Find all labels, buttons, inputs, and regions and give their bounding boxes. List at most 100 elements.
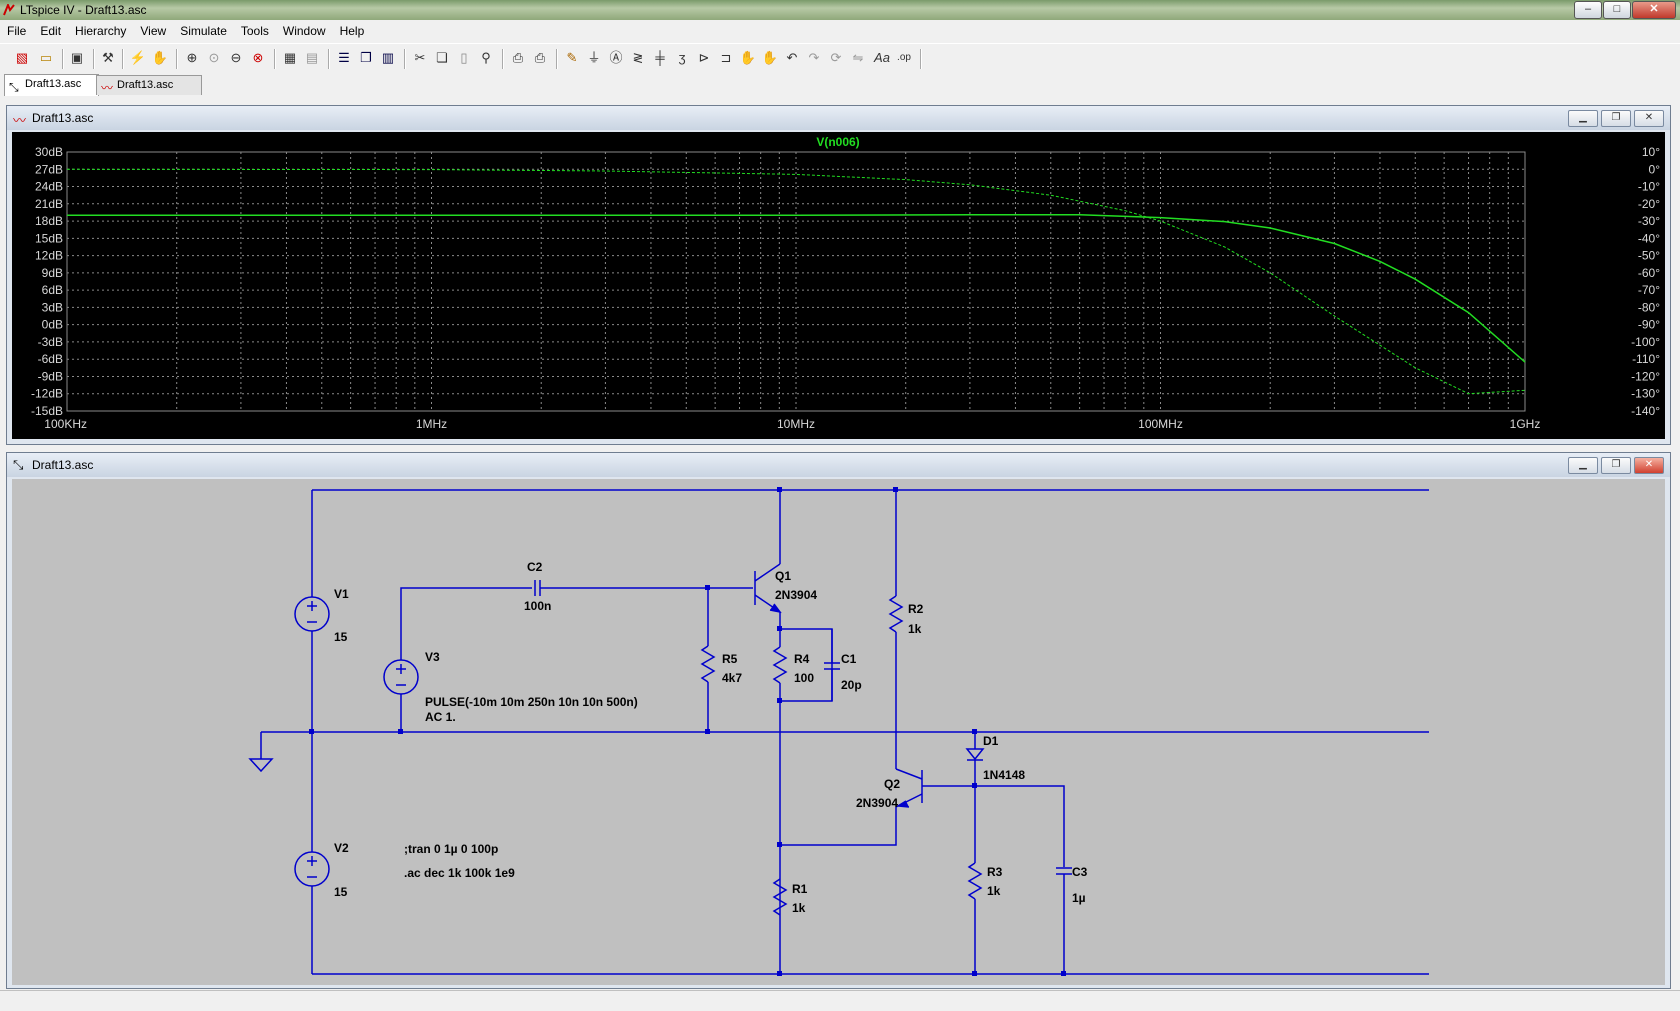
cut-icon[interactable]: ✂ bbox=[414, 50, 426, 65]
rotate-icon[interactable]: ⟳ bbox=[830, 50, 842, 65]
r4-ref[interactable]: R4 bbox=[794, 652, 810, 666]
waveform-close-button[interactable]: ✕ bbox=[1634, 110, 1664, 127]
v3-symbol[interactable] bbox=[383, 659, 419, 695]
v1-ref[interactable]: V1 bbox=[334, 587, 349, 601]
mirror-icon[interactable]: ⇋ bbox=[852, 50, 864, 65]
resistor-icon[interactable]: ≷ bbox=[632, 50, 644, 65]
c2-value[interactable]: 100n bbox=[524, 599, 551, 613]
r4-symbol[interactable] bbox=[772, 646, 788, 684]
print-icon[interactable]: ⎙ bbox=[534, 50, 546, 65]
cascade-icon[interactable]: ❐ bbox=[360, 50, 372, 65]
menu-simulate[interactable]: Simulate bbox=[180, 24, 227, 38]
plot-title[interactable]: V(n006) bbox=[816, 135, 859, 149]
open-icon[interactable]: ▭ bbox=[39, 50, 53, 65]
minimize-button[interactable]: – bbox=[1574, 1, 1602, 19]
close-button[interactable]: ✕ bbox=[1632, 1, 1676, 19]
r5-value[interactable]: 4k7 bbox=[722, 671, 742, 685]
find-icon[interactable]: ⚲ bbox=[481, 50, 491, 65]
spice-directive-tran[interactable]: ;tran 0 1µ 0 100p bbox=[404, 842, 498, 856]
schematic-close-button[interactable]: ✕ bbox=[1634, 457, 1664, 474]
q1-value[interactable]: 2N3904 bbox=[775, 588, 817, 602]
r2-ref[interactable]: R2 bbox=[908, 602, 924, 616]
q1-ref[interactable]: Q1 bbox=[775, 569, 791, 583]
diode-icon[interactable]: ⊳ bbox=[698, 50, 710, 65]
q2-value[interactable]: 2N3904 bbox=[856, 796, 898, 810]
run-icon[interactable]: ⚡ bbox=[129, 50, 147, 65]
capacitor-icon[interactable]: ╪ bbox=[655, 50, 665, 65]
waveform-minimize-button[interactable]: ▁ bbox=[1568, 110, 1598, 127]
autorange-icon[interactable]: ▦ bbox=[283, 50, 297, 65]
spice-directive-icon[interactable]: .op bbox=[897, 52, 911, 63]
menu-view[interactable]: View bbox=[140, 24, 167, 38]
menu-edit[interactable]: Edit bbox=[40, 24, 62, 38]
r1-value[interactable]: 1k bbox=[792, 901, 806, 915]
menu-file[interactable]: File bbox=[7, 24, 27, 38]
v2-ref[interactable]: V2 bbox=[334, 841, 349, 855]
r5-symbol[interactable] bbox=[700, 645, 716, 683]
v2-symbol[interactable] bbox=[294, 851, 330, 887]
d1-symbol[interactable] bbox=[965, 748, 985, 761]
r3-value[interactable]: 1k bbox=[987, 884, 1001, 898]
wire[interactable] bbox=[922, 785, 1065, 867]
redo-icon[interactable]: ↷ bbox=[808, 50, 820, 65]
waveform-restore-button[interactable]: ❐ bbox=[1601, 110, 1631, 127]
r4-value[interactable]: 100 bbox=[794, 671, 814, 685]
d1-ref[interactable]: D1 bbox=[983, 734, 999, 748]
move-icon[interactable]: ✋ bbox=[739, 50, 757, 65]
wire[interactable] bbox=[780, 628, 833, 702]
copy-icon[interactable]: ❏ bbox=[436, 50, 448, 65]
tab-schematic[interactable]: ⤡ Draft13.asc bbox=[4, 74, 99, 96]
tile-horizontal-icon[interactable]: ☰ bbox=[338, 50, 350, 65]
q2-ref[interactable]: Q2 bbox=[884, 777, 900, 791]
r5-ref[interactable]: R5 bbox=[722, 652, 738, 666]
v3-ref[interactable]: V3 bbox=[425, 650, 440, 664]
d1-value[interactable]: 1N4148 bbox=[983, 768, 1025, 782]
text-icon[interactable]: Aa bbox=[874, 50, 890, 65]
schematic-minimize-button[interactable]: ▁ bbox=[1568, 457, 1598, 474]
inductor-icon[interactable]: ʒ bbox=[678, 50, 686, 65]
v1-symbol[interactable] bbox=[294, 596, 330, 632]
delete-traces-icon[interactable]: ▤ bbox=[305, 50, 319, 65]
bode-plot[interactable]: V(n006) 30dB27dB24dB21dB18dB15dB12dB9dB6… bbox=[12, 132, 1665, 439]
undo-icon[interactable]: ↶ bbox=[786, 50, 798, 65]
spice-directive-ac[interactable]: .ac dec 1k 100k 1e9 bbox=[404, 866, 515, 880]
v3-value[interactable]: PULSE(-10m 10m 250n 10n 10n 500n) bbox=[425, 695, 638, 709]
v3-value-ac[interactable]: AC 1. bbox=[425, 710, 456, 724]
r2-symbol[interactable] bbox=[888, 595, 904, 633]
pan-icon[interactable]: ⊙ bbox=[208, 50, 220, 65]
tile-vertical-icon[interactable]: ▥ bbox=[381, 50, 395, 65]
paste-icon[interactable]: ▯ bbox=[460, 50, 468, 65]
print-setup-icon[interactable]: ⎙ bbox=[512, 50, 524, 65]
menu-hierarchy[interactable]: Hierarchy bbox=[75, 24, 127, 38]
c1-ref[interactable]: C1 bbox=[841, 652, 857, 666]
drag-icon[interactable]: ✋ bbox=[761, 50, 779, 65]
c3-ref[interactable]: C3 bbox=[1072, 865, 1088, 879]
schematic-restore-button[interactable]: ❐ bbox=[1601, 457, 1631, 474]
schematic-canvas[interactable]: V1 15 V2 15 V3 PULSE(-10m 10m 250n 10n 1… bbox=[12, 479, 1665, 985]
zoom-out-icon[interactable]: ⊖ bbox=[230, 50, 242, 65]
ground-symbol[interactable] bbox=[248, 758, 274, 773]
v2-value[interactable]: 15 bbox=[334, 885, 348, 899]
r3-ref[interactable]: R3 bbox=[987, 865, 1003, 879]
c3-value[interactable]: 1µ bbox=[1072, 891, 1086, 905]
new-schematic-icon[interactable]: ▧ bbox=[15, 50, 29, 65]
ground-icon[interactable]: ⏚ bbox=[587, 50, 601, 65]
v1-value[interactable]: 15 bbox=[334, 630, 348, 644]
save-icon[interactable]: ▣ bbox=[70, 50, 84, 65]
wire[interactable] bbox=[780, 807, 897, 846]
r1-symbol[interactable] bbox=[772, 878, 788, 916]
menu-help[interactable]: Help bbox=[339, 24, 365, 38]
tab-waveform[interactable]: 〰 Draft13.asc bbox=[96, 75, 202, 95]
halt-icon[interactable]: ✋ bbox=[151, 50, 169, 65]
wire-icon[interactable]: ✎ bbox=[566, 50, 578, 65]
r2-value[interactable]: 1k bbox=[908, 622, 922, 636]
maximize-button[interactable]: □ bbox=[1603, 1, 1631, 19]
zoom-fit-icon[interactable]: ⊗ bbox=[252, 50, 264, 65]
menu-tools[interactable]: Tools bbox=[240, 24, 269, 38]
menu-window[interactable]: Window bbox=[282, 24, 326, 38]
c2-ref[interactable]: C2 bbox=[527, 560, 543, 574]
r1-ref[interactable]: R1 bbox=[792, 882, 808, 896]
label-net-icon[interactable]: Ⓐ bbox=[609, 50, 623, 65]
control-panel-icon[interactable]: ⚒ bbox=[102, 50, 114, 65]
c1-value[interactable]: 20p bbox=[841, 678, 862, 692]
